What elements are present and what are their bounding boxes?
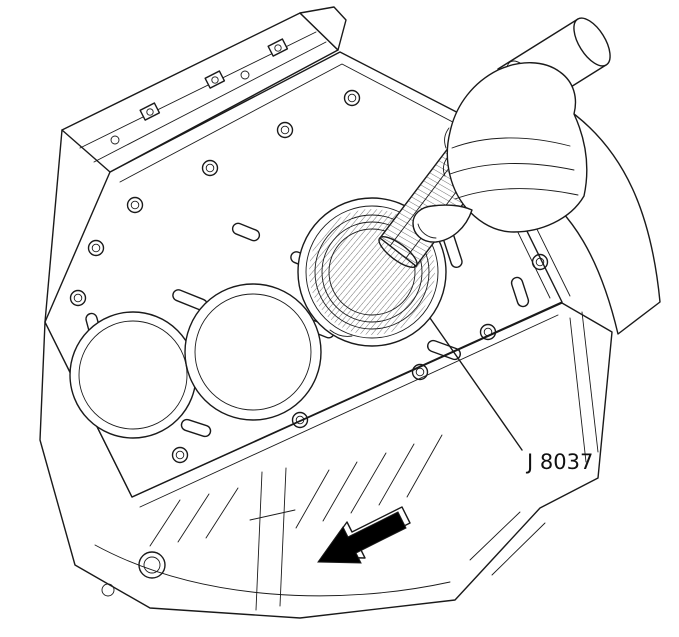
- top-bolt-bosses: [110, 38, 289, 145]
- deck-thickness-line: [139, 314, 559, 508]
- head-bolt-holes: [69, 89, 549, 464]
- top-band-line-2: [93, 41, 327, 163]
- ring-spring-detail: [329, 329, 353, 337]
- hand: [412, 62, 588, 243]
- knuckle-line-1: [444, 127, 450, 149]
- cylinder-bore-2: [184, 283, 322, 421]
- leader-line: [429, 317, 523, 451]
- knuckle-line-2: [442, 157, 448, 177]
- finger-line-1: [451, 137, 571, 149]
- block-top-band: [44, 6, 347, 323]
- finger-line-2: [449, 163, 575, 175]
- bellhousing-lines: [249, 467, 296, 611]
- thumb: [412, 204, 473, 243]
- block-left-edge: [44, 129, 63, 323]
- top-notch: [299, 6, 347, 51]
- finger-line-3: [454, 188, 579, 200]
- arrow-body: [317, 511, 407, 564]
- cylinder-bore-1: [69, 311, 197, 439]
- direction-arrow: [317, 506, 411, 564]
- thumbnail-line: [417, 223, 437, 239]
- right-face-lines: [569, 311, 599, 463]
- callout-label: J 8037: [525, 450, 593, 474]
- freeze-plug: [101, 551, 166, 597]
- skirt-ribs: [149, 434, 546, 576]
- fist-outline: [446, 62, 588, 233]
- shaft-bottom-rim: [378, 236, 418, 268]
